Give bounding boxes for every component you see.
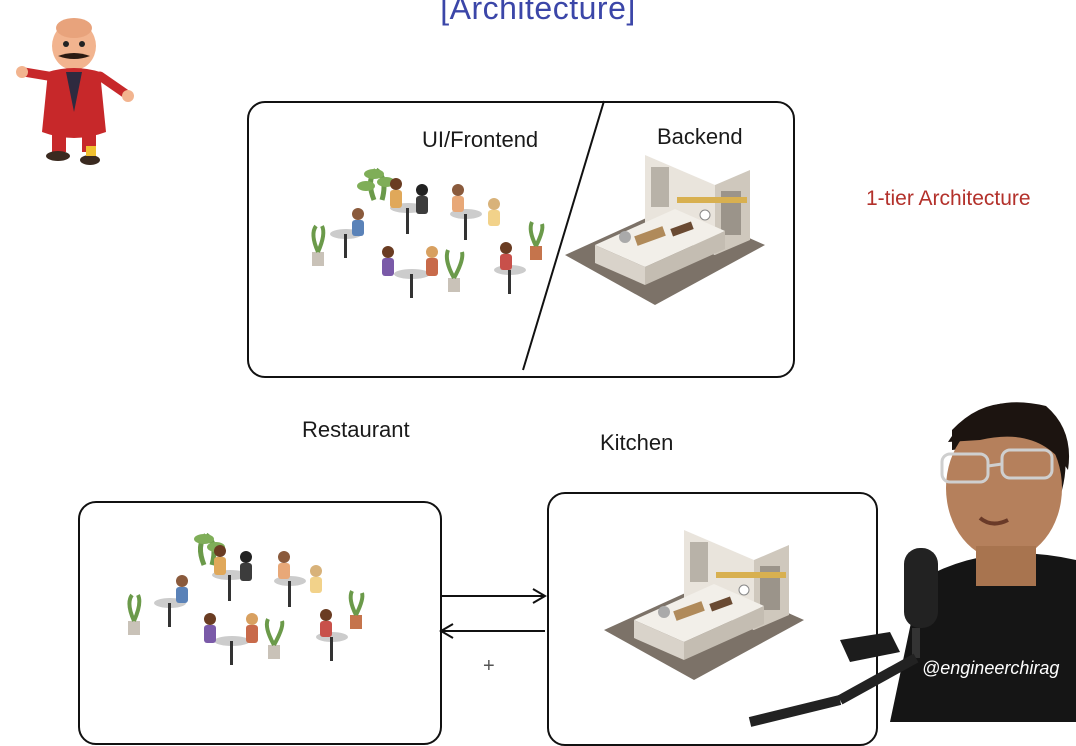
backend-label: Backend (657, 124, 743, 149)
cartoon-character-illustration (16, 18, 134, 165)
restaurant-label: Restaurant (302, 417, 410, 442)
restaurant-dining-illustration-bottom (127, 532, 365, 665)
kitchen-illustration (565, 155, 765, 305)
presenter-watermark: @engineerchirag (922, 658, 1060, 678)
kitchen-label: Kitchen (600, 430, 674, 455)
page-title: [Architecture] (440, 0, 636, 26)
restaurant-dining-illustration (311, 167, 545, 298)
one-tier-architecture-label: 1-tier Architecture (866, 187, 1031, 210)
presenter-webcam-overlay (748, 402, 1076, 727)
frontend-label: UI/Frontend (422, 127, 539, 152)
plus-sign: + (483, 655, 495, 677)
kitchen-illustration-bottom (604, 530, 804, 680)
